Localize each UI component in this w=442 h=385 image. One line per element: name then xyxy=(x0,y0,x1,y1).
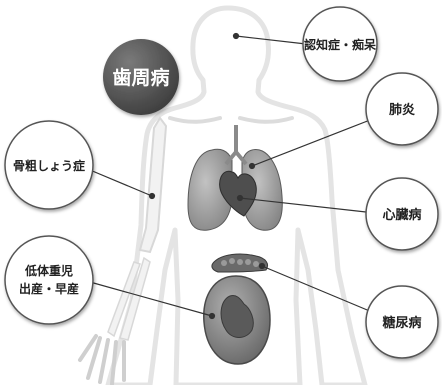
center-label: 歯周病 xyxy=(112,66,169,89)
label-diabetes: 糖尿病 xyxy=(382,315,421,331)
callout-diabetes: 糖尿病 xyxy=(366,286,438,358)
connector-dot-diabetes xyxy=(260,264,265,269)
label-heart: 心臓病 xyxy=(382,207,421,223)
callout-low-birth-weight: 低体重児 出産・早産 xyxy=(5,236,93,324)
callout-osteoporosis: 骨粗しょう症 xyxy=(5,121,93,209)
label-pneumonia: 肺炎 xyxy=(389,102,415,118)
connector-dot-pneumonia xyxy=(250,164,255,169)
label-osteoporosis: 骨粗しょう症 xyxy=(13,158,85,173)
connector-dot-dementia xyxy=(234,34,239,39)
label-dementia: 認知症・痴呆 xyxy=(304,37,376,52)
callout-heart: 心臓病 xyxy=(366,178,438,250)
label-low-birth-weight-line2: 出産・早産 xyxy=(19,281,79,296)
callout-dementia: 認知症・痴呆 xyxy=(303,7,377,81)
connector-dot-heart xyxy=(238,196,243,201)
connector-dot-low-birth-weight xyxy=(210,314,215,319)
connector-dot-osteoporosis xyxy=(150,194,155,199)
label-low-birth-weight-line1: 低体重児 xyxy=(24,263,73,278)
callout-pneumonia: 肺炎 xyxy=(366,73,438,145)
